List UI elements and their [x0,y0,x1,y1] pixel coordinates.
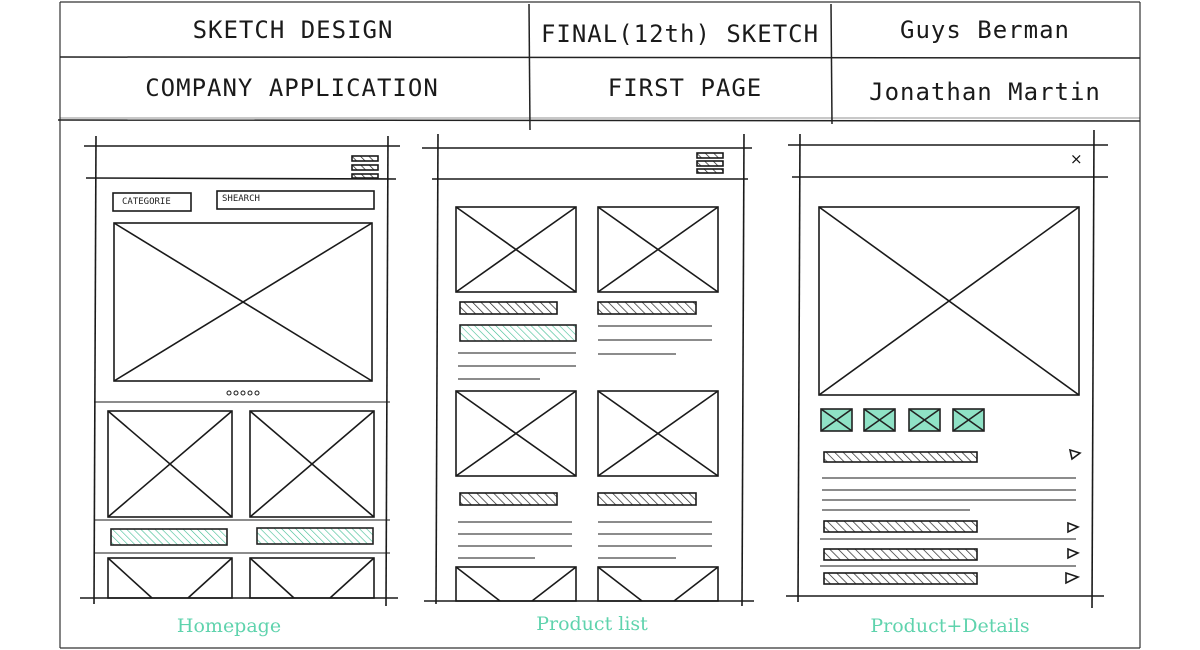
list-title-bar-4 [597,492,697,506]
final-sketch-label: FINAL(12th) SKETCH [540,20,820,48]
hamburger-menu-icon [351,155,379,179]
detail-title-bar [823,451,978,463]
homepage-phone [80,135,400,607]
list-text-lines-1 [458,325,712,380]
title-block-grid [57,3,1141,131]
designer-2-name: Jonathan Martin [869,78,1101,106]
product-details-phone [786,129,1108,609]
list-title-bar-3 [459,492,558,506]
company-application-label: COMPANY APPLICATION [145,74,439,102]
expand-arrow-icon-2 [1067,521,1080,534]
product-list-caption: Product list [536,613,648,635]
hero-image-placeholder [113,222,373,382]
detail-image-placeholder [818,206,1080,396]
green-button-2 [256,527,374,545]
list-title-bar-2 [597,301,697,315]
list-green-button [459,324,577,342]
homepage-caption: Homepage [176,615,282,637]
list-thumb-6 [597,566,719,602]
expand-arrow-icon-1 [1068,448,1082,461]
list-thumb-5 [455,566,577,602]
detail-bar-3 [823,548,978,561]
expand-arrow-icon-4 [1065,571,1081,585]
sketch-design-label: SKETCH DESIGN [192,16,394,44]
close-icon: × [1070,150,1083,168]
green-button-1 [110,528,228,546]
list-thumb-1 [455,206,577,293]
product-thumb-3 [107,557,233,599]
color-swatches [820,408,985,432]
detail-description-lines [822,477,1076,511]
product-thumb-2 [249,410,375,518]
category-box [112,192,192,212]
detail-bar-4 [823,572,978,585]
list-text-lines-2 [458,521,712,559]
designer-1-name: Guys Berman [900,16,1070,44]
detail-bar-2 [823,520,978,533]
product-thumb-1 [107,410,233,518]
list-thumb-3 [455,390,577,477]
search-box [216,190,375,210]
product-list-phone [422,133,754,607]
product-details-caption: Product+Details [870,615,1030,637]
product-thumb-4 [249,557,375,599]
list-thumb-2 [597,206,719,293]
hamburger-menu-icon-2 [696,152,724,174]
search-label: SHEARCH [222,194,260,204]
outer-frame [59,1,1141,649]
list-title-bar-1 [459,301,558,315]
first-page-label: FIRST PAGE [607,74,763,102]
carousel-dots-icon [226,390,260,396]
expand-arrow-icon-3 [1067,547,1080,560]
list-thumb-4 [597,390,719,477]
category-label: CATEGORIE [122,197,171,207]
